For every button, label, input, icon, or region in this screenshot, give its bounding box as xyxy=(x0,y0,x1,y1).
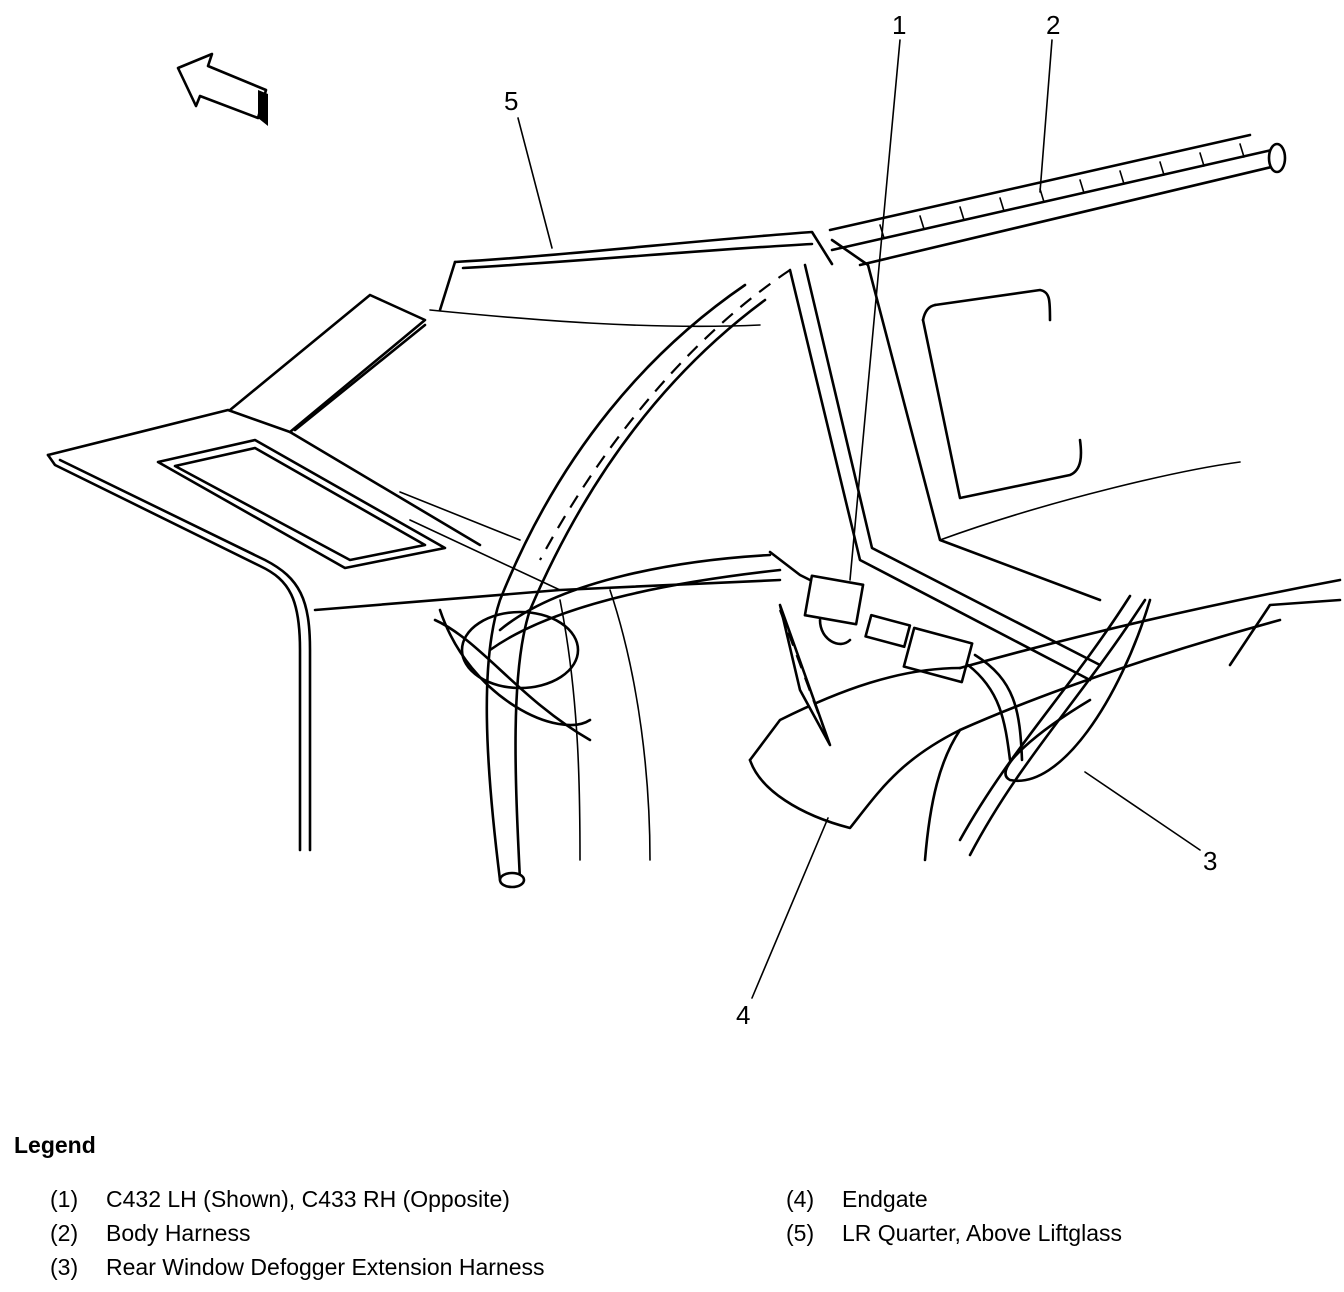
legend-code: (5) xyxy=(786,1220,815,1246)
callout-4: 4 xyxy=(736,1000,750,1030)
legend-text: Rear Window Defogger Extension Harness xyxy=(106,1254,545,1280)
legend-item: (1) C432 LH (Shown), C433 RH (Opposite) xyxy=(50,1186,510,1213)
body-harness xyxy=(828,133,1287,267)
legend-item: (5) LR Quarter, Above Liftglass xyxy=(786,1220,1122,1247)
legend-code: (4) xyxy=(786,1186,815,1212)
legend-title: Legend xyxy=(14,1132,96,1158)
lr-quarter-panel xyxy=(46,230,834,852)
legend-item: (2) Body Harness xyxy=(50,1220,250,1247)
pillar-harness xyxy=(485,269,791,889)
wiring-location-diagram: 1 2 3 4 5 xyxy=(46,10,1342,1030)
legend-text: Body Harness xyxy=(106,1220,251,1246)
endgate xyxy=(559,578,1342,862)
callout-5: 5 xyxy=(504,86,518,116)
callout-1: 1 xyxy=(892,10,906,40)
defogger-extension-harness xyxy=(958,594,1152,857)
front-direction-arrow-icon xyxy=(176,52,268,126)
legend-text: C432 LH (Shown), C433 RH (Opposite) xyxy=(106,1186,510,1212)
legend-item: (3) Rear Window Defogger Extension Harnes… xyxy=(50,1254,544,1281)
legend-code: (1) xyxy=(50,1186,79,1212)
callout-leaders xyxy=(517,39,1201,999)
c432-connector xyxy=(803,574,1024,762)
legend-code: (3) xyxy=(50,1254,79,1280)
legend-code: (2) xyxy=(50,1220,79,1246)
legend-item: (4) Endgate xyxy=(786,1186,928,1213)
callout-2: 2 xyxy=(1046,10,1060,40)
liftglass-opening xyxy=(788,238,1241,682)
legend-text: LR Quarter, Above Liftglass xyxy=(842,1220,1122,1246)
callout-3: 3 xyxy=(1203,846,1217,876)
legend-text: Endgate xyxy=(842,1186,928,1212)
